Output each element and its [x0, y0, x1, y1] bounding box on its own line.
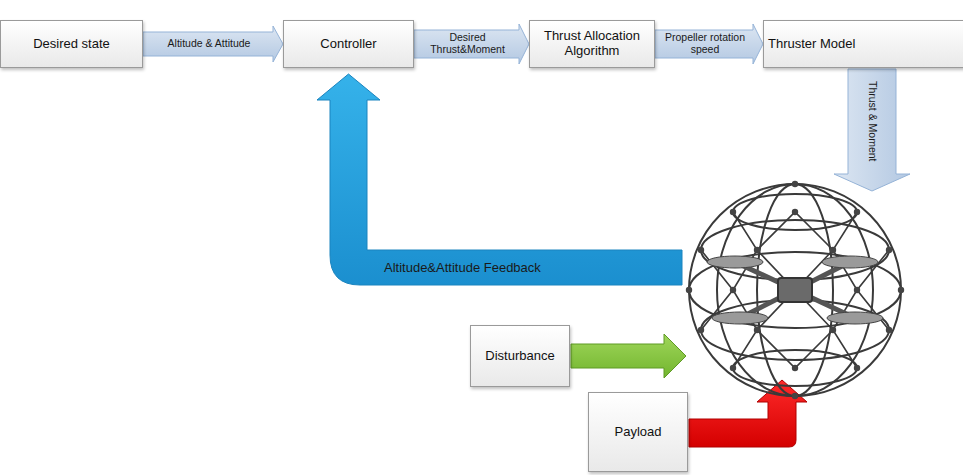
box-text: Thruster Model — [764, 34, 861, 55]
box-text: Desired state — [27, 34, 116, 55]
box-text: Payload — [609, 422, 668, 443]
disturbance-arrow — [571, 334, 686, 378]
thrust-arrow — [834, 69, 910, 191]
block-arrow — [655, 24, 763, 64]
payload-box: Payload — [588, 392, 688, 472]
feedback-arrow — [317, 74, 682, 285]
edge-label: Altitude & Attitude — [168, 38, 251, 50]
state-box: Desired state — [0, 20, 143, 68]
drone-illustration — [686, 181, 904, 399]
feedback-label: Altitude&Attitude Feedback — [384, 260, 541, 275]
box-text: Thrust Allocation Algorithm — [530, 26, 654, 62]
controller-box: Controller — [283, 20, 414, 68]
disturbance-box: Disturbance — [470, 325, 570, 387]
edge-label: Desired Thrust&Moment — [421, 32, 514, 55]
allocation-box: Thrust Allocation Algorithm — [529, 20, 655, 68]
block-arrow — [143, 26, 283, 62]
box-text: Controller — [314, 34, 382, 55]
box-text: Disturbance — [479, 346, 560, 367]
edge-label: Propeller rotation speed — [662, 32, 748, 55]
payload-arrow — [689, 380, 807, 447]
block-arrow — [414, 24, 529, 64]
thruster-box: Thruster Model — [763, 20, 963, 68]
thrust-label: Thrust & Moment — [866, 81, 878, 162]
